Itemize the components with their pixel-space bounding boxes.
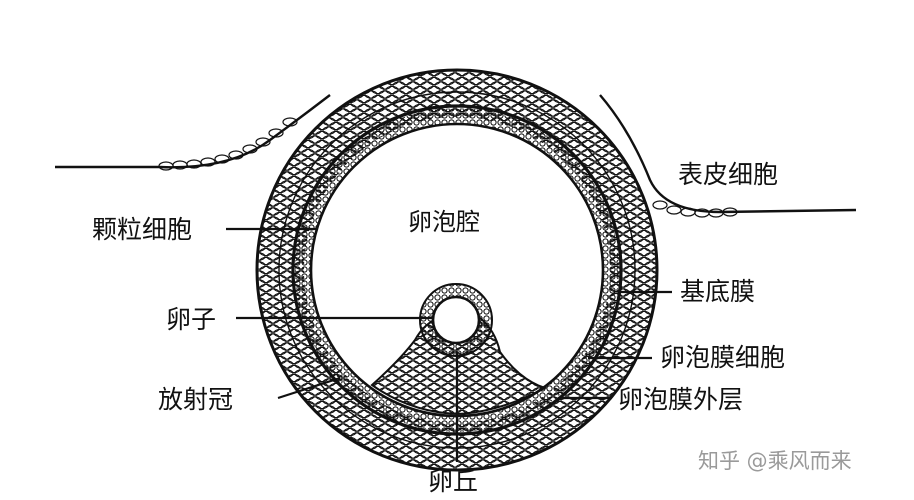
label-theca-interna: 卵泡膜细胞: [660, 343, 785, 372]
epidermis-line-right: [599, 94, 857, 214]
label-epidermal-cells: 表皮细胞: [678, 160, 778, 189]
label-basement-membrane: 基底膜: [680, 277, 755, 306]
label-corona-radiata: 放射冠: [158, 385, 233, 414]
label-granulosa-cells: 颗粒细胞: [92, 215, 192, 244]
watermark: 知乎 @乘风而来: [698, 449, 852, 473]
cumulus-mound: [370, 317, 548, 416]
label-oocyte: 卵子: [166, 305, 216, 334]
label-theca-externa: 卵泡膜外层: [618, 385, 743, 414]
follicle-outer-edge: [255, 68, 659, 472]
epidermis-cells-left: [158, 117, 298, 171]
epidermis-cells-right: [652, 200, 738, 218]
oocyte: [431, 295, 481, 345]
epidermis-line-left: [55, 94, 331, 169]
label-antrum: 卵泡腔: [408, 208, 480, 236]
leader-corona: [277, 376, 341, 400]
label-cumulus: 卵丘: [428, 467, 478, 496]
